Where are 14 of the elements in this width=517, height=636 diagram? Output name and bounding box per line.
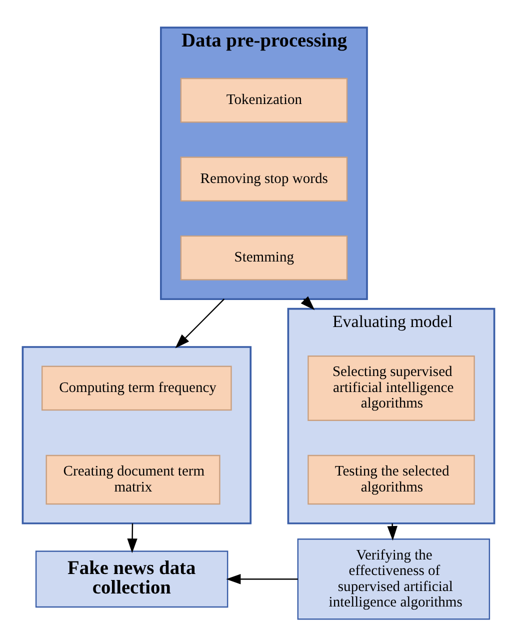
arrow: [175, 298, 225, 348]
node-box: Testing the selected algorithms: [308, 454, 475, 504]
node-box: Computing term frequency: [42, 365, 232, 410]
node-box: Tokenization: [180, 77, 348, 122]
node-box: Stemming: [180, 234, 348, 280]
node-box: Selecting supervised artificial intelligence algorithms: [308, 354, 475, 420]
arrow: [226, 574, 298, 584]
arrow: [300, 296, 315, 310]
cluster: [22, 346, 252, 524]
node-box: Creating document term matrix: [46, 454, 220, 504]
arrow: [127, 522, 138, 553]
node-box: Removing stop words: [180, 156, 348, 201]
node-box: Verifying the effectiveness of supervised artificial intelligence algorithms: [297, 538, 490, 620]
node-box: Fake news data collection: [35, 550, 228, 608]
